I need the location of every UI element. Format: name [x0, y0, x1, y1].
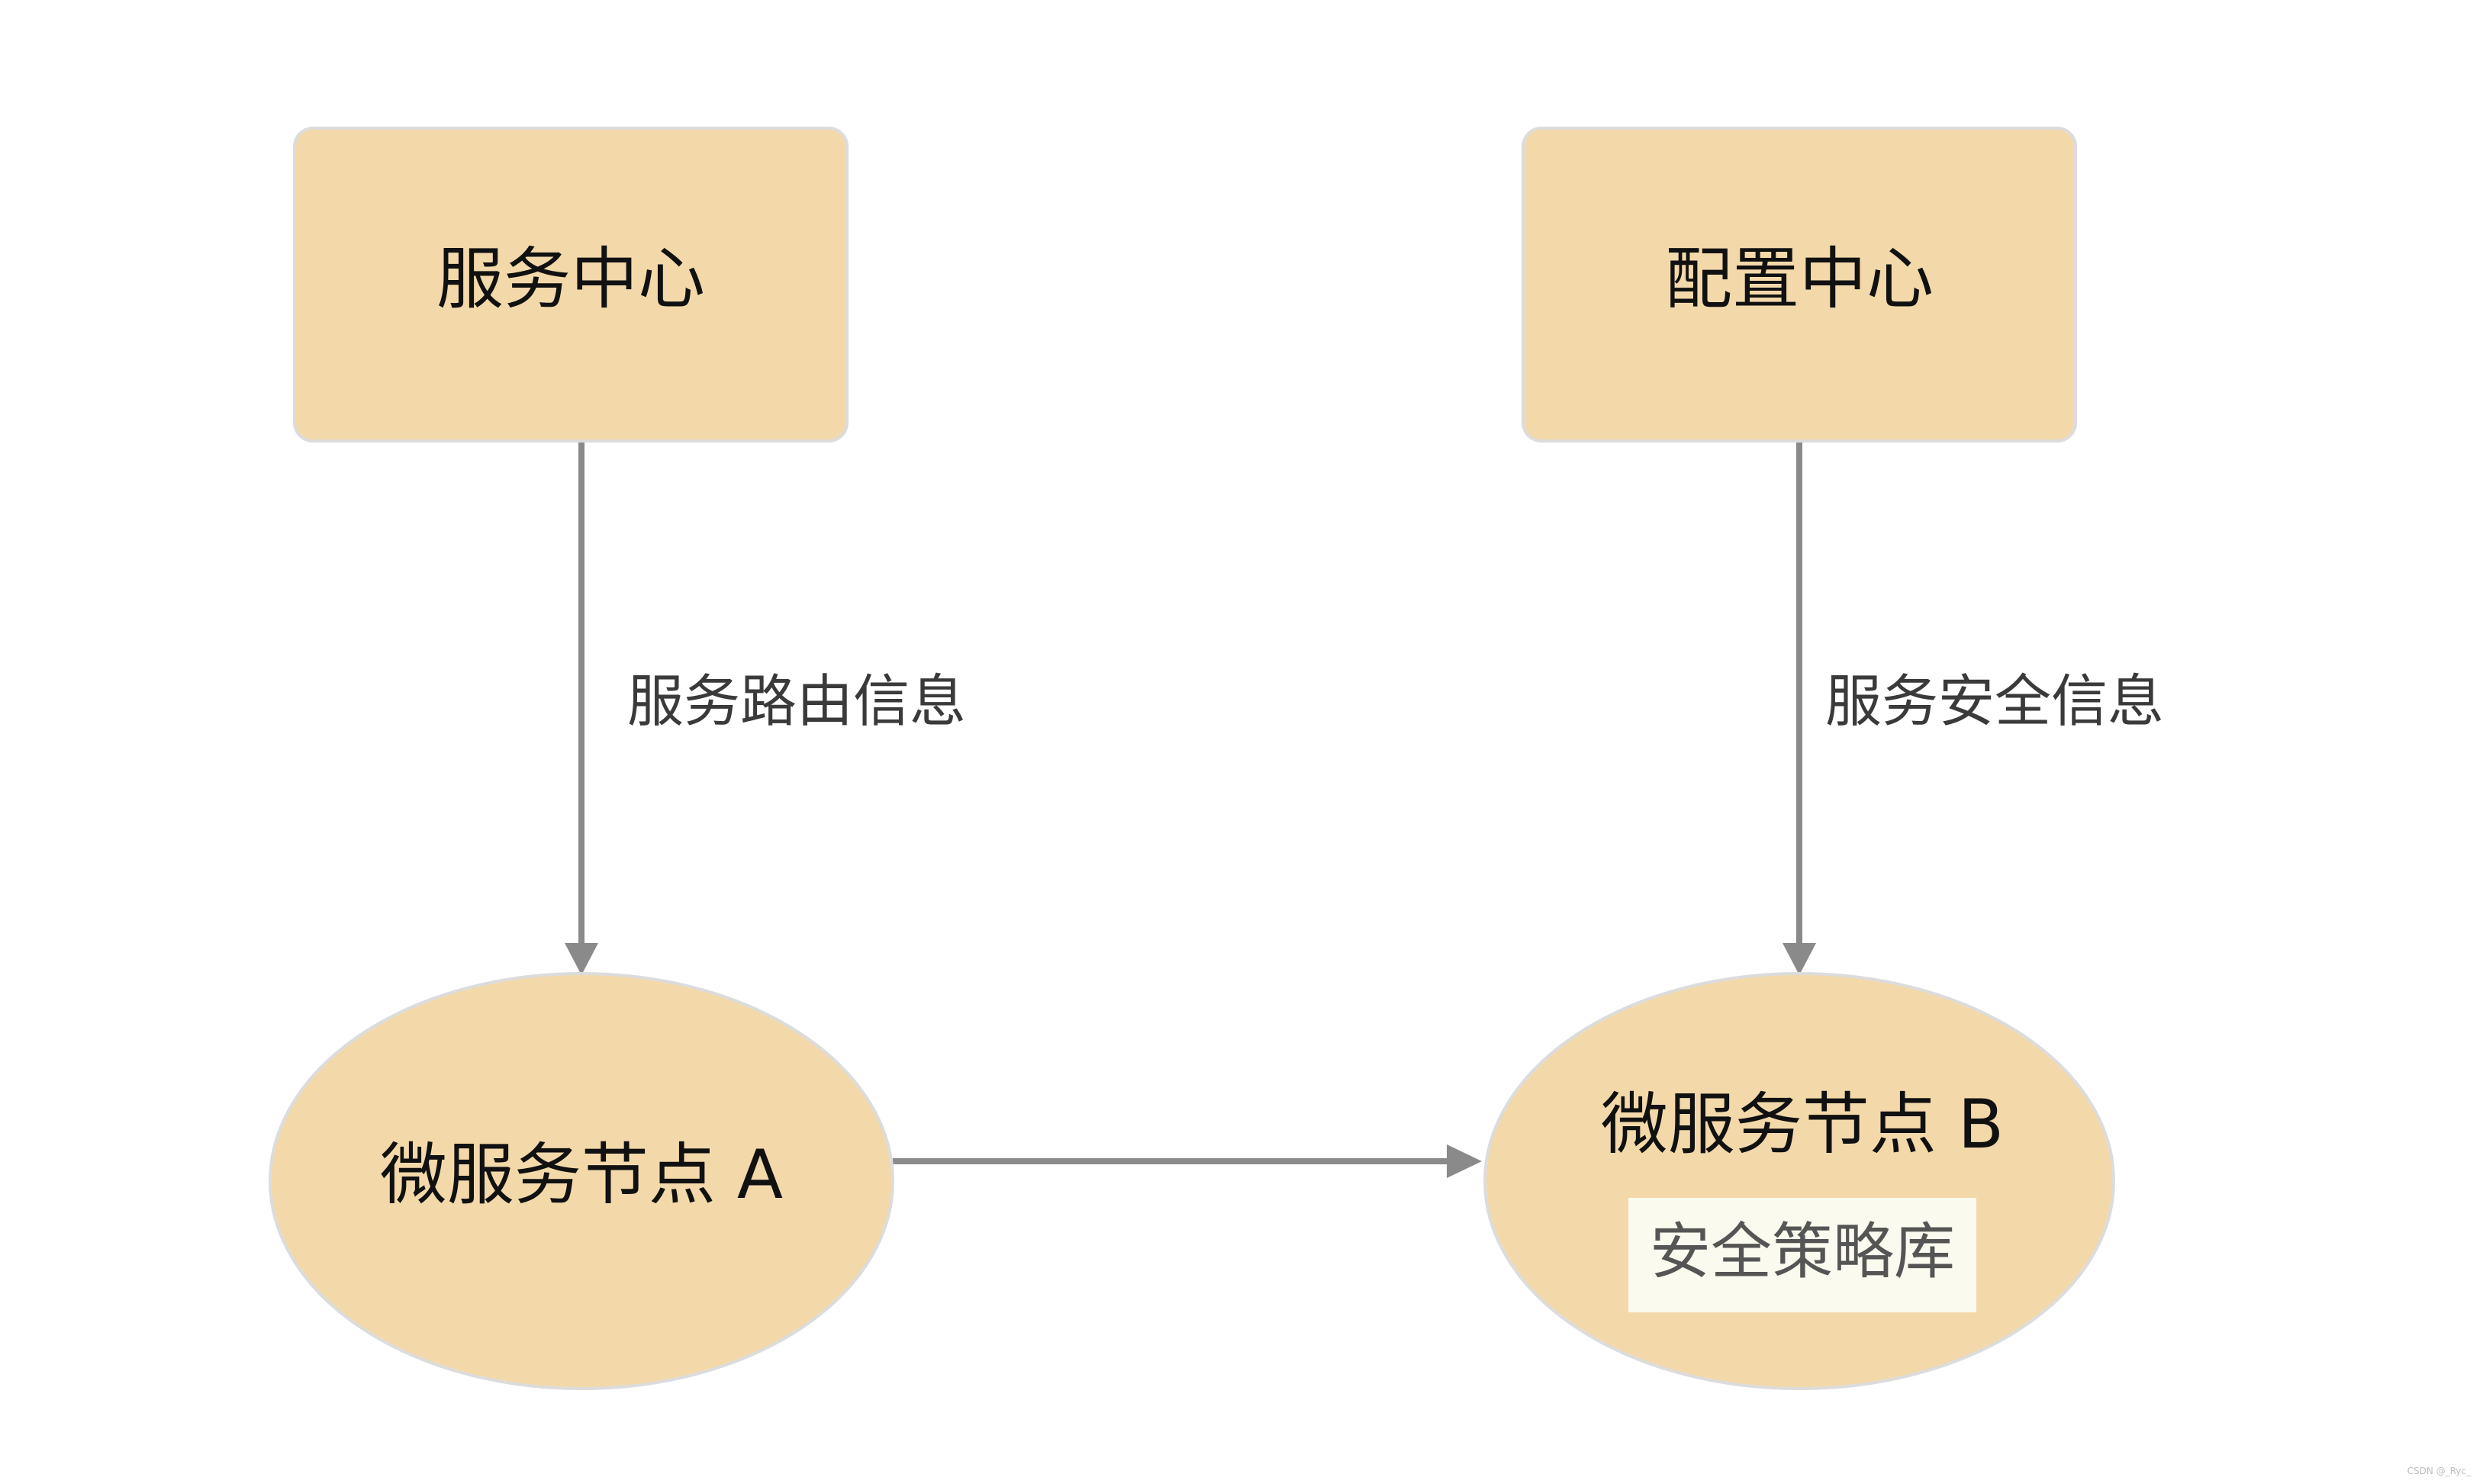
node-service-center: 服务中心: [293, 127, 849, 443]
edge-security-label: 服务安全信息: [1825, 669, 2164, 735]
node-config-center: 配置中心: [1522, 127, 2077, 443]
node-service-center-label: 服务中心: [436, 240, 705, 318]
watermark-text: CSDN @_Ryc_: [2407, 1466, 2472, 1476]
edge-config-center-to-node-b: 服务安全信息: [1783, 443, 2164, 975]
edge-node-a-to-node-b: [893, 1144, 1482, 1178]
node-config-center-label: 配置中心: [1665, 240, 1934, 318]
node-microservice-b: 微服务节点 B 安全策略库: [1483, 972, 2115, 1390]
security-policy-store-label: 安全策略库: [1650, 1216, 1955, 1287]
edge-security-arrowhead: [1783, 943, 1816, 975]
security-policy-store-box: [1628, 1198, 1976, 1312]
edge-a-to-b-arrowhead: [1447, 1144, 1482, 1178]
node-config-center-box: [1522, 127, 2077, 443]
edge-routing-arrowhead: [565, 943, 598, 975]
edge-service-center-to-node-a: 服务路由信息: [565, 443, 966, 975]
node-microservice-b-ellipse: [1483, 972, 2115, 1390]
node-microservice-b-label: 微服务节点 B: [1601, 1085, 2004, 1164]
edge-routing-label: 服务路由信息: [627, 669, 966, 735]
node-service-center-box: [293, 127, 849, 443]
node-microservice-a-label: 微服务节点 A: [380, 1135, 783, 1214]
node-microservice-a: 微服务节点 A: [269, 972, 894, 1390]
node-microservice-a-ellipse: [269, 972, 894, 1390]
